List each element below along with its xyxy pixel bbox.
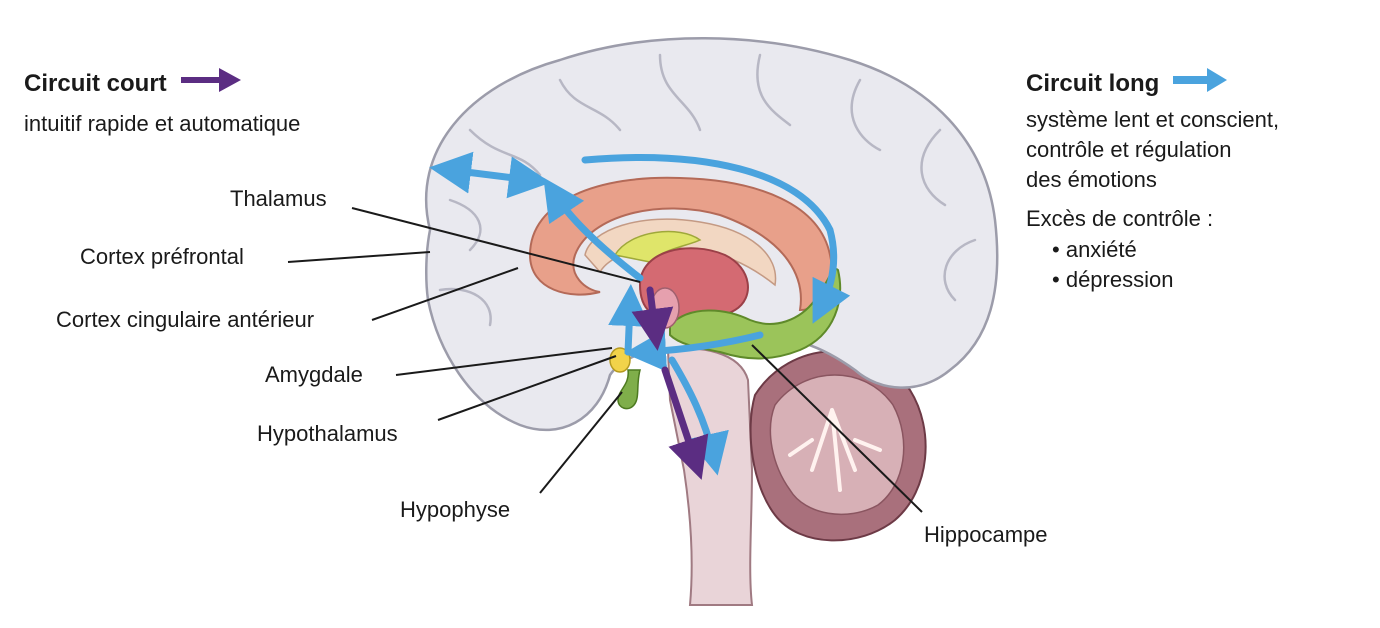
purple-arrow-icon: [180, 66, 243, 101]
blue-arrow-icon: [1173, 66, 1229, 101]
hypophysis: [617, 369, 641, 410]
long-circuit-arrow-hippocampus: [624, 329, 764, 372]
short-circuit-description: intuitif rapide et automatique: [24, 111, 301, 136]
long-circuit-line-3: des émotions: [1026, 167, 1157, 192]
long-circuit-arrow-amygdala-up: [608, 284, 651, 356]
hippocampus: [669, 268, 842, 360]
short-circuit-arrow-thalamus: [631, 286, 674, 351]
label-hypothalamus: Hypothalamus: [257, 421, 398, 446]
label-hypophysis: Hypophyse: [400, 497, 511, 522]
excess-control-title: Excès de contrôle :: [1026, 206, 1214, 231]
brainstem: [666, 347, 754, 606]
long-circuit-arrow-prefrontal: [429, 151, 551, 199]
label-amygdala: Amygdale: [265, 362, 363, 387]
label-anterior-cingulate-cortex: Cortex cingulaire antérieur: [56, 307, 315, 332]
label-thalamus: Thalamus: [230, 186, 327, 211]
long-circuit-arrow-down: [668, 356, 729, 476]
long-circuit-arrow-cingulate: [543, 177, 644, 282]
short-circuit-title: Circuit court: [24, 66, 243, 101]
long-circuit-line-1: système lent et conscient,: [1026, 107, 1280, 132]
short-circuit-arrow-down: [661, 366, 709, 480]
excess-item-anxiety: anxiété: [1052, 236, 1137, 265]
long-circuit-arrow-top: [581, 154, 851, 324]
corpus-callosum: [528, 176, 833, 312]
label-prefrontal-cortex: Cortex préfrontal: [80, 244, 244, 269]
excess-item-depression: dépression: [1052, 266, 1174, 295]
label-hippocampus: Hippocampe: [924, 522, 1048, 547]
cerebellum: [749, 350, 927, 542]
long-circuit-title: Circuit long: [1026, 66, 1229, 101]
long-circuit-line-2: contrôle et régulation: [1026, 137, 1232, 162]
leader-lines: [287, 207, 923, 513]
